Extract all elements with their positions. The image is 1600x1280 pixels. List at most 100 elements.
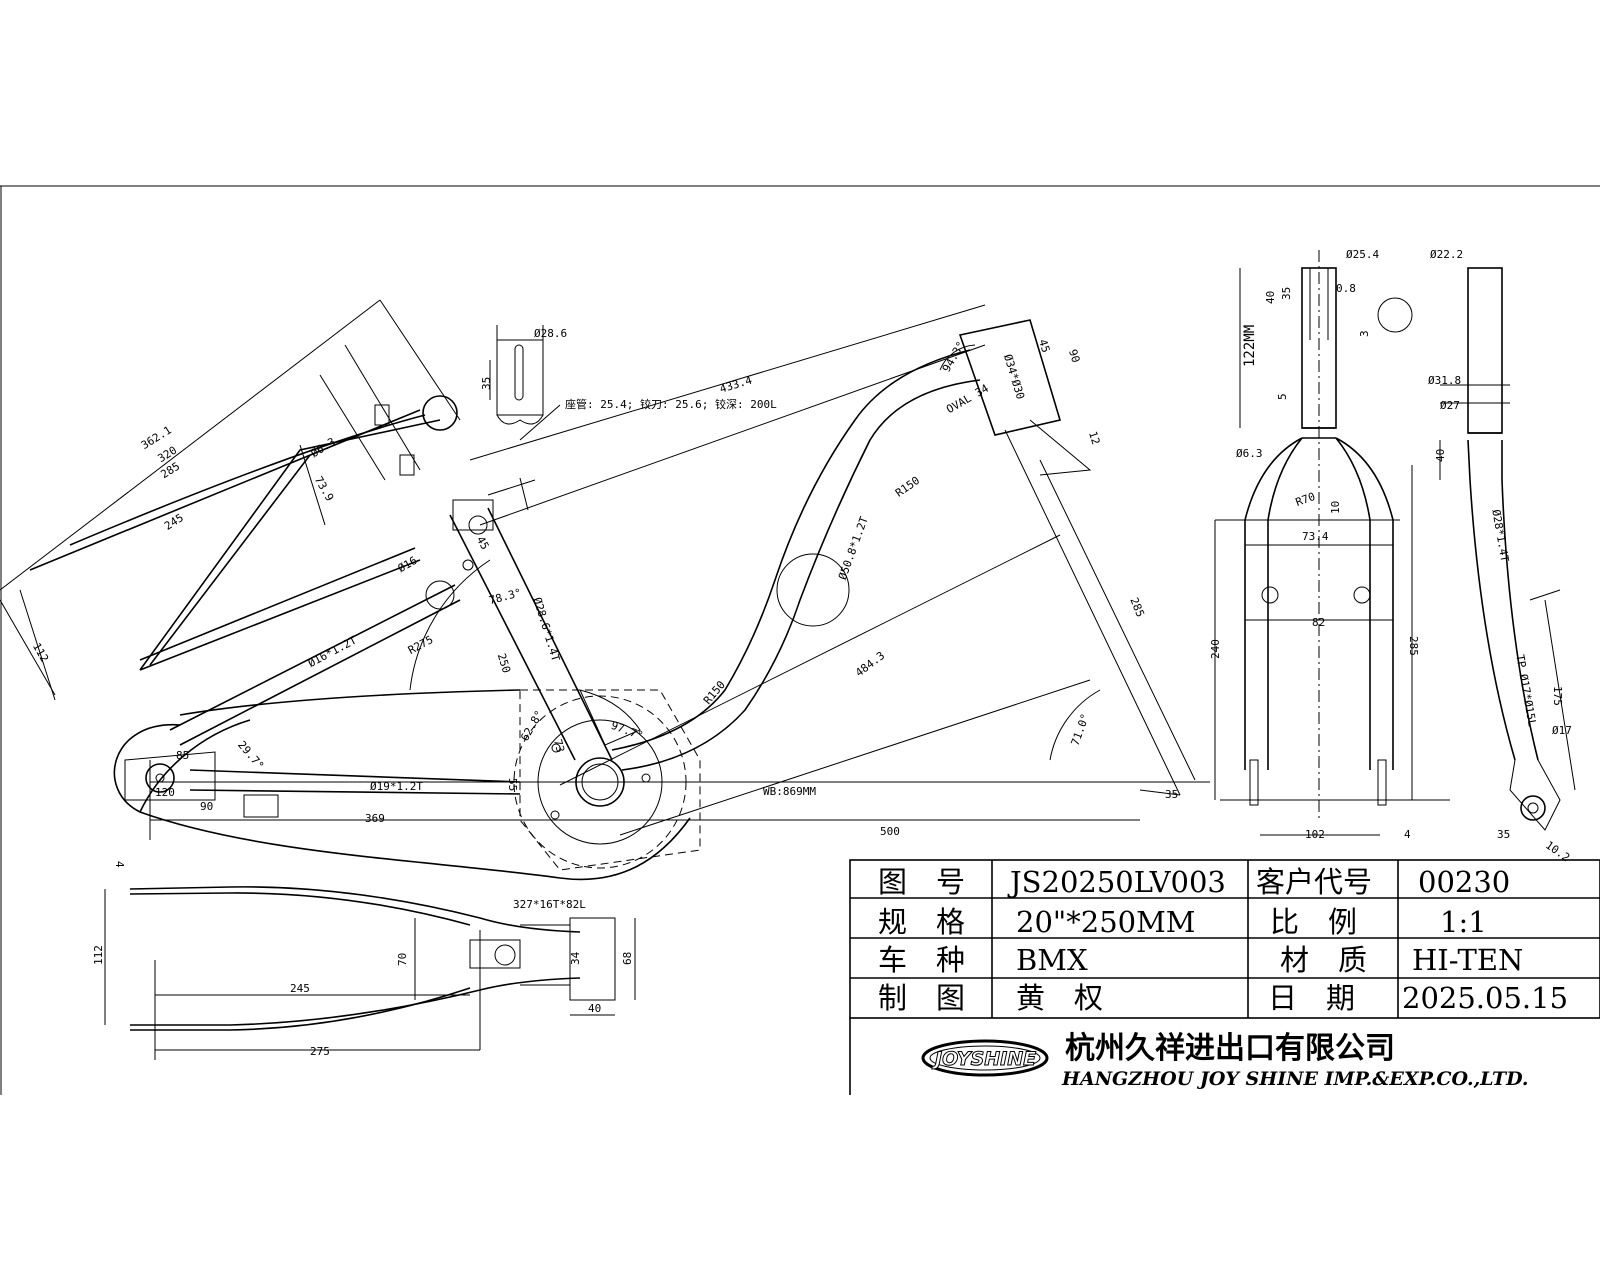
dim-369: 369: [365, 812, 385, 825]
dim-angle-297: 29.7°: [235, 739, 266, 773]
dim-seat-250: 250: [495, 652, 513, 675]
dim-bottom-245: 245: [290, 982, 310, 995]
dim-angle-71: 71.0°: [1069, 712, 1093, 748]
dim-fork-240: 240: [1209, 639, 1222, 659]
dim-fork-102: 102: [1305, 828, 1325, 841]
type-value: BMX: [1016, 943, 1088, 977]
dim-seatstay-tube: Ø16*1.2T: [306, 633, 359, 670]
drawer-value: 黄 权: [1016, 981, 1103, 1015]
dim-side-175: 175: [1551, 686, 1564, 706]
dim-angle-977: 97.7°: [609, 719, 645, 743]
dim-r275: R275: [406, 633, 436, 657]
drawing-no: JS20250LV003: [1007, 865, 1226, 899]
dim-55: 55: [506, 778, 519, 791]
dim-side-35: 35: [1497, 828, 1510, 841]
dim-fork-5: 5: [1276, 393, 1289, 400]
dim-seat-783: 78.3°: [488, 586, 523, 607]
dim-seat-16: Ø16: [396, 554, 420, 575]
scale-label: 比 例: [1270, 905, 1357, 939]
fork-front-view: [1214, 250, 1450, 836]
dim-seatstay-739: 73.9: [312, 474, 337, 503]
dim-bottom-4: 4: [113, 861, 126, 868]
dim-side-40: 40: [1434, 449, 1447, 462]
joyshine-logo: JOYSHINE: [921, 1039, 1049, 1077]
dim-head-90: 90: [1066, 348, 1082, 364]
dim-bottom-70: 70: [396, 953, 409, 966]
sheet-border: [0, 185, 1600, 1095]
dim-side-tp: TP Ø17*Ø15L: [1513, 653, 1539, 727]
spec-label: 规 格: [878, 905, 965, 939]
dim-down-484: 484.3: [853, 649, 887, 679]
type-label: 车 种: [878, 943, 965, 977]
dim-fork-r70: R70: [1294, 490, 1317, 509]
dim-seat-tube-dia: Ø28.6: [534, 327, 567, 340]
dim-head-12: 12: [1086, 430, 1102, 446]
dim-downtube: Ø50.8*1.2T: [836, 514, 871, 581]
dim-fork-hole: Ø6.3: [1236, 447, 1263, 460]
frame-side-view: [113, 304, 1210, 881]
dim-fork-3: 3: [1358, 330, 1371, 337]
title-block: 图 号 JS20250LV003 客户代号 00230 规 格 20"*250M…: [849, 859, 1600, 1095]
dim-fork-122: 122MM: [1242, 325, 1258, 367]
dim-seattube-spec: Ø28.6*1.4T: [530, 596, 562, 663]
dim-bb-spec: 327*16T*82L: [513, 898, 586, 911]
dim-120: 120: [155, 786, 175, 799]
dim-wheelbase: WB:869MM: [763, 785, 816, 798]
dim-seat-45: 45: [474, 534, 492, 552]
drawing-no-label: 图 号: [878, 865, 965, 899]
dim-side-blade: Ø28*1.4T: [1489, 508, 1511, 563]
dim-bottom-34: 34: [569, 951, 582, 965]
dim-seatstay-hole: Ø6.3: [308, 435, 337, 460]
dim-head-angle: 94.3°: [940, 339, 968, 374]
material-label: 材 质: [1280, 943, 1367, 977]
date-value: 2025.05.15: [1402, 981, 1568, 1015]
dim-r150-top: R150: [893, 474, 922, 500]
dim-fork-4: 4: [1404, 828, 1411, 841]
dim-fork-35: 35: [1280, 287, 1293, 300]
dim-fork-08: 0.8: [1336, 282, 1356, 295]
dim-angle-628: 62.8°: [518, 708, 546, 743]
dim-headtube-dia: Ø34*Ø30: [1001, 353, 1027, 401]
dim-side-17: Ø17: [1552, 724, 1572, 737]
dim-side-27: Ø27: [1440, 399, 1460, 412]
dim-fork-10: 10: [1329, 501, 1342, 514]
customer-code: 00230: [1418, 865, 1510, 899]
material-value: HI-TEN: [1412, 943, 1523, 977]
dim-side-318: Ø31.8: [1428, 374, 1461, 387]
seatstay-detail: [0, 299, 461, 701]
customer-code-label: 客户代号: [1256, 865, 1372, 899]
seat-tube-note: 座管: 25.4; 铰刀: 25.6; 铰深: 200L: [565, 397, 777, 411]
dim-bottom-275: 275: [310, 1045, 330, 1058]
dim-500: 500: [880, 825, 900, 838]
dim-fork-285: 285: [1407, 636, 1420, 656]
dim-head-45: 45: [1036, 338, 1052, 354]
drawer-label: 制 图: [878, 981, 965, 1015]
fork-side-view: [1439, 267, 1576, 831]
dim-fork-734: 73.4: [1302, 530, 1329, 543]
seat-tube-slot-detail: [489, 325, 561, 441]
spec-value: 20"*250MM: [1016, 905, 1195, 939]
scale-value: 1:1: [1440, 905, 1487, 939]
dim-fork-steer: Ø25.4: [1346, 248, 1379, 261]
dim-fork-40: 40: [1264, 291, 1277, 304]
dim-seatstay-112: 112: [30, 641, 51, 665]
dim-bottom-40: 40: [588, 1002, 601, 1015]
dim-chainstay: Ø19*1.2T: [370, 780, 423, 793]
dim-oval: OVAL 34: [944, 382, 991, 417]
dim-bottom-112: 112: [92, 945, 105, 965]
company-name-cn: 杭州久祥进出口有限公司: [1065, 1031, 1395, 1066]
logo-text: JOYSHINE: [931, 1048, 1036, 1070]
dim-bottom-68: 68: [621, 952, 634, 965]
dim-top-len: 433.4: [718, 373, 754, 395]
date-label: 日 期: [1268, 981, 1355, 1015]
dim-90: 90: [200, 800, 213, 813]
dim-73: 73: [551, 738, 567, 754]
company-block: JOYSHINE 杭州久祥进出口有限公司 HANGZHOU JOY SHINE …: [921, 1031, 1529, 1090]
company-name-en: HANGZHOU JOY SHINE IMP.&EXP.CO.,LTD.: [1061, 1068, 1529, 1090]
dim-85: 85: [176, 749, 189, 762]
dim-35-right: 35: [1165, 788, 1178, 801]
dim-side-222: Ø22.2: [1430, 248, 1463, 261]
rear-plan-view: [104, 886, 636, 1060]
dim-down-285: 285: [1127, 596, 1146, 619]
